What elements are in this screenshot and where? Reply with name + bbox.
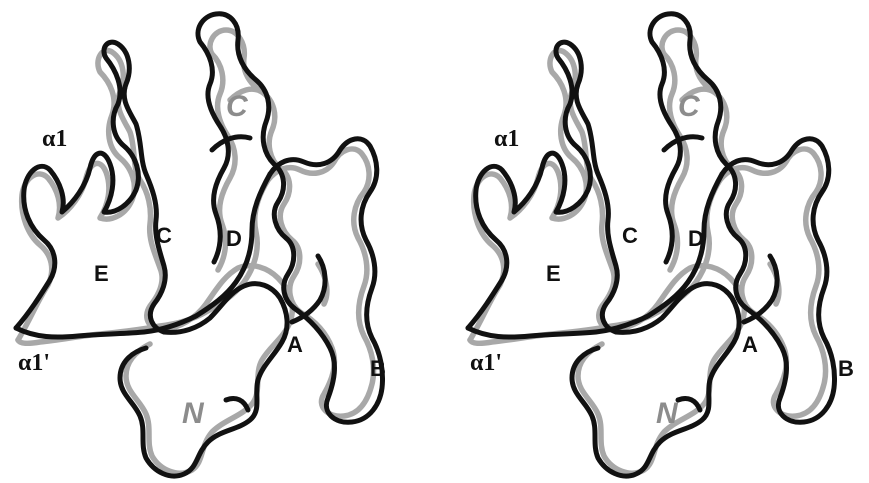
label-strand-c: C [156, 223, 172, 248]
label-c-terminus: C [226, 90, 249, 123]
label-alpha1: α1 [42, 126, 67, 152]
label-alpha1: α1 [494, 126, 519, 152]
label-c-terminus: C [678, 90, 701, 123]
label-strand-d: D [688, 226, 704, 251]
label-strand-a: A [287, 332, 303, 357]
label-strand-a: A [742, 332, 758, 357]
label-strand-c: C [622, 223, 638, 248]
left-stereo-panel: α1 α1' E C D A B C N [16, 14, 386, 476]
label-n-terminus: N [182, 397, 205, 430]
label-n-terminus: N [656, 397, 679, 430]
label-strand-e: E [94, 261, 109, 286]
label-alpha1-prime: α1' [18, 350, 50, 376]
label-strand-e: E [546, 261, 561, 286]
right-stereo-panel: α1 α1' E C D A B C N [468, 14, 854, 476]
label-alpha1-prime: α1' [470, 350, 502, 376]
label-strand-d: D [226, 226, 242, 251]
label-strand-b: B [838, 356, 854, 381]
label-strand-b: B [370, 356, 386, 381]
